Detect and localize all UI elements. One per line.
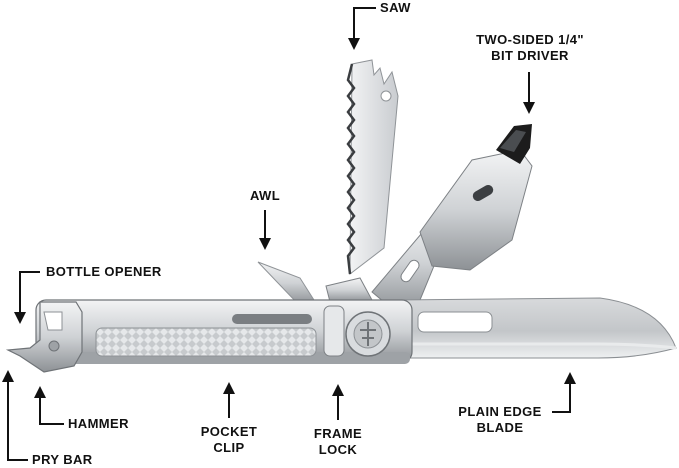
plain-edge-blade — [395, 297, 677, 359]
blade-label-line2: BLADE — [476, 420, 524, 435]
frame-lock-label: FRAME LOCK — [298, 426, 378, 458]
awl-tool — [257, 261, 315, 305]
bottle-opener-arrowhead — [14, 312, 26, 324]
bit-driver-arrowhead — [523, 102, 535, 114]
frame-lock-arrowhead — [332, 384, 344, 396]
blade-arrow — [552, 382, 571, 413]
blade-label: PLAIN EDGE BLADE — [440, 404, 560, 436]
hammer-arrowhead — [34, 386, 46, 398]
saw-tool — [346, 59, 399, 276]
saw-arrow — [353, 7, 376, 40]
bit-driver-tool — [371, 124, 533, 313]
bit-driver-label-line1: TWO-SIDED 1/4" — [476, 32, 584, 47]
awl-label-text: AWL — [249, 188, 281, 203]
tool-handle — [5, 277, 413, 373]
pocket-clip-label: POCKET CLIP — [189, 424, 269, 456]
hammer-arrow — [39, 396, 64, 425]
blade-label-line1: PLAIN EDGE — [458, 404, 542, 419]
saw-arrowhead — [348, 38, 360, 50]
pocket-clip-label-line1: POCKET — [200, 424, 258, 439]
pocket-clip-arrowhead — [223, 382, 235, 394]
pry-bar-label-text: PRY BAR — [32, 452, 93, 467]
hammer-label: HAMMER — [68, 416, 129, 432]
bottle-opener-label: BOTTLE OPENER — [46, 264, 162, 280]
blade-arrowhead — [564, 372, 576, 384]
pry-bar-arrowhead — [2, 370, 14, 382]
awl-label: AWL — [240, 188, 290, 204]
hammer-label-text: HAMMER — [68, 416, 129, 431]
saw-label: SAW — [380, 0, 411, 16]
bit-driver-label-line2: BIT DRIVER — [491, 48, 569, 63]
bottle-opener-label-text: BOTTLE OPENER — [46, 264, 162, 279]
pry-bar-arrow — [7, 380, 28, 461]
bottle-opener-arrow — [19, 271, 40, 314]
frame-lock-label-line1: FRAME — [313, 426, 363, 441]
awl-arrowhead — [259, 238, 271, 250]
pry-bar-label: PRY BAR — [32, 452, 93, 468]
bit-driver-label: TWO-SIDED 1/4" BIT DRIVER — [444, 32, 616, 64]
callout-arrows — [2, 7, 576, 461]
pocket-clip-label-line2: CLIP — [213, 440, 245, 455]
frame-lock-label-line2: LOCK — [318, 442, 358, 457]
saw-label-text: SAW — [380, 0, 411, 15]
